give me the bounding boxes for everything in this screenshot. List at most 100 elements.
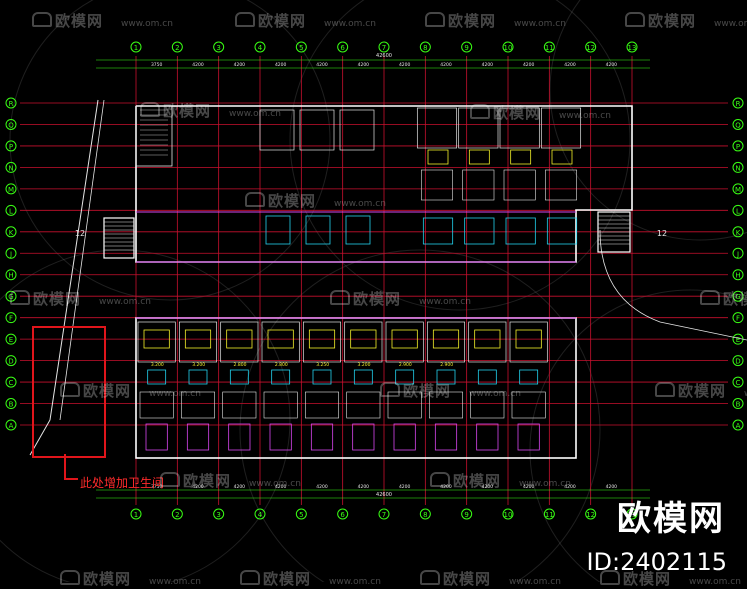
dim-bay-bottom-3: 4200 bbox=[275, 484, 287, 490]
dim-bay-top-9: 4200 bbox=[523, 62, 535, 68]
axis-label-top-7: 7 bbox=[382, 44, 386, 52]
axis-bubble-top-10 bbox=[502, 41, 514, 53]
dim-bay-bottom-5: 4200 bbox=[358, 484, 370, 490]
stair-number-left: 12 bbox=[75, 229, 85, 238]
room-elevation-label: 3.250 bbox=[316, 362, 329, 368]
upper-core-room bbox=[339, 109, 375, 151]
axis-label-bottom-7: 7 bbox=[382, 511, 386, 519]
axis-label-right-F: F bbox=[736, 315, 740, 323]
room-elevation-label: 2.900 bbox=[399, 362, 412, 368]
axis-label-bottom-10: 10 bbox=[504, 511, 513, 519]
axis-bubble-top-6 bbox=[337, 41, 349, 53]
lower-room bbox=[426, 321, 466, 363]
lower-room bbox=[178, 321, 218, 363]
axis-bubble-bottom-11 bbox=[543, 508, 555, 520]
upper-bath bbox=[427, 149, 449, 165]
lower-room bbox=[302, 321, 342, 363]
axis-label-right-B: B bbox=[736, 401, 741, 409]
axis-bubble-top-5 bbox=[295, 41, 307, 53]
upper-corridor-room bbox=[546, 217, 578, 245]
annotation-text: 此处增加卫生间 bbox=[80, 476, 165, 490]
axis-label-right-E: E bbox=[736, 336, 740, 344]
lower-closet bbox=[511, 391, 546, 419]
axis-label-right-D: D bbox=[735, 358, 740, 366]
site-curve-right bbox=[599, 229, 747, 341]
lower-bath bbox=[271, 369, 291, 385]
axis-label-left-B: B bbox=[9, 401, 14, 409]
axis-label-left-A: A bbox=[9, 422, 14, 430]
axis-bubble-top-11 bbox=[543, 41, 555, 53]
lower-bed bbox=[474, 329, 501, 349]
room-elevation-label: 3.200 bbox=[192, 362, 205, 368]
axis-label-right-G: G bbox=[735, 293, 740, 301]
axis-bubble-right-G bbox=[732, 290, 744, 302]
axis-label-left-E: E bbox=[9, 336, 13, 344]
axis-label-left-N: N bbox=[8, 164, 13, 172]
dim-bay-top-2: 4200 bbox=[234, 62, 246, 68]
axis-bubble-bottom-3 bbox=[213, 508, 225, 520]
lower-room bbox=[137, 321, 176, 363]
axis-bubble-right-H bbox=[732, 269, 744, 281]
upper-bed bbox=[462, 169, 495, 201]
lower-balcony bbox=[228, 423, 251, 451]
axis-label-top-1: 1 bbox=[134, 44, 138, 52]
lower-bath bbox=[188, 369, 208, 385]
axis-bubble-left-P bbox=[5, 140, 17, 152]
dim-bay-bottom-0: 3750 bbox=[151, 484, 163, 490]
axis-bubble-top-8 bbox=[419, 41, 431, 53]
axis-label-bottom-13: 13 bbox=[628, 511, 637, 519]
axis-label-bottom-8: 8 bbox=[423, 511, 427, 519]
lower-bath bbox=[519, 369, 539, 385]
dim-bay-bottom-11: 4200 bbox=[606, 484, 618, 490]
axis-label-bottom-12: 12 bbox=[586, 511, 595, 519]
axis-bubble-left-L bbox=[5, 204, 17, 216]
decor-arc-2 bbox=[549, 0, 747, 241]
axis-bubble-bottom-7 bbox=[378, 508, 390, 520]
axis-bubble-right-K bbox=[732, 226, 744, 238]
upper-corridor-room bbox=[505, 217, 536, 245]
axis-bubble-right-A bbox=[732, 419, 744, 431]
upper-room bbox=[416, 107, 458, 149]
upper-core-shaft bbox=[305, 215, 331, 245]
axis-label-top-4: 4 bbox=[258, 44, 263, 52]
axis-label-left-C: C bbox=[9, 379, 14, 387]
axis-bubble-right-B bbox=[732, 398, 744, 410]
axis-label-bottom-3: 3 bbox=[216, 511, 220, 519]
upper-core-shaft bbox=[265, 215, 291, 245]
axis-bubble-bottom-5 bbox=[295, 508, 307, 520]
upper-bed bbox=[503, 169, 536, 201]
axis-label-right-M: M bbox=[735, 186, 741, 194]
lower-balcony bbox=[352, 423, 375, 451]
axis-bubble-top-4 bbox=[254, 41, 266, 53]
dim-bay-top-4: 4200 bbox=[316, 62, 328, 68]
lower-closet bbox=[470, 391, 505, 419]
lower-bed bbox=[391, 329, 418, 349]
lower-balcony bbox=[434, 423, 458, 451]
axis-bubble-top-1 bbox=[130, 41, 142, 53]
stair-number-right: 12 bbox=[657, 229, 667, 238]
dim-bay-bottom-8: 4200 bbox=[482, 484, 494, 490]
lower-closet bbox=[139, 391, 174, 419]
axis-label-bottom-5: 5 bbox=[299, 511, 303, 519]
axis-label-top-6: 6 bbox=[340, 44, 345, 52]
dim-total-top: 42600 bbox=[376, 53, 392, 59]
dim-bay-top-6: 4200 bbox=[399, 62, 411, 68]
axis-label-left-R: R bbox=[9, 100, 14, 108]
dim-total-bottom: 42600 bbox=[376, 492, 392, 498]
axis-label-right-P: P bbox=[736, 143, 740, 151]
axis-bubble-bottom-1 bbox=[130, 508, 142, 520]
axis-label-right-K: K bbox=[736, 229, 741, 237]
dim-bay-bottom-9: 4200 bbox=[523, 484, 535, 490]
lower-bed bbox=[432, 329, 460, 349]
axis-bubble-left-N bbox=[5, 161, 17, 173]
lower-room bbox=[468, 321, 507, 363]
axis-label-top-5: 5 bbox=[299, 44, 303, 52]
axis-label-top-3: 3 bbox=[216, 44, 220, 52]
axis-label-left-J: J bbox=[9, 250, 12, 258]
upper-corridor-room bbox=[464, 217, 495, 245]
axis-label-right-L: L bbox=[736, 207, 740, 215]
axis-bubble-left-D bbox=[5, 355, 17, 367]
axis-label-top-8: 8 bbox=[423, 44, 427, 52]
axis-label-right-H: H bbox=[735, 272, 740, 280]
lower-balcony bbox=[393, 423, 416, 451]
